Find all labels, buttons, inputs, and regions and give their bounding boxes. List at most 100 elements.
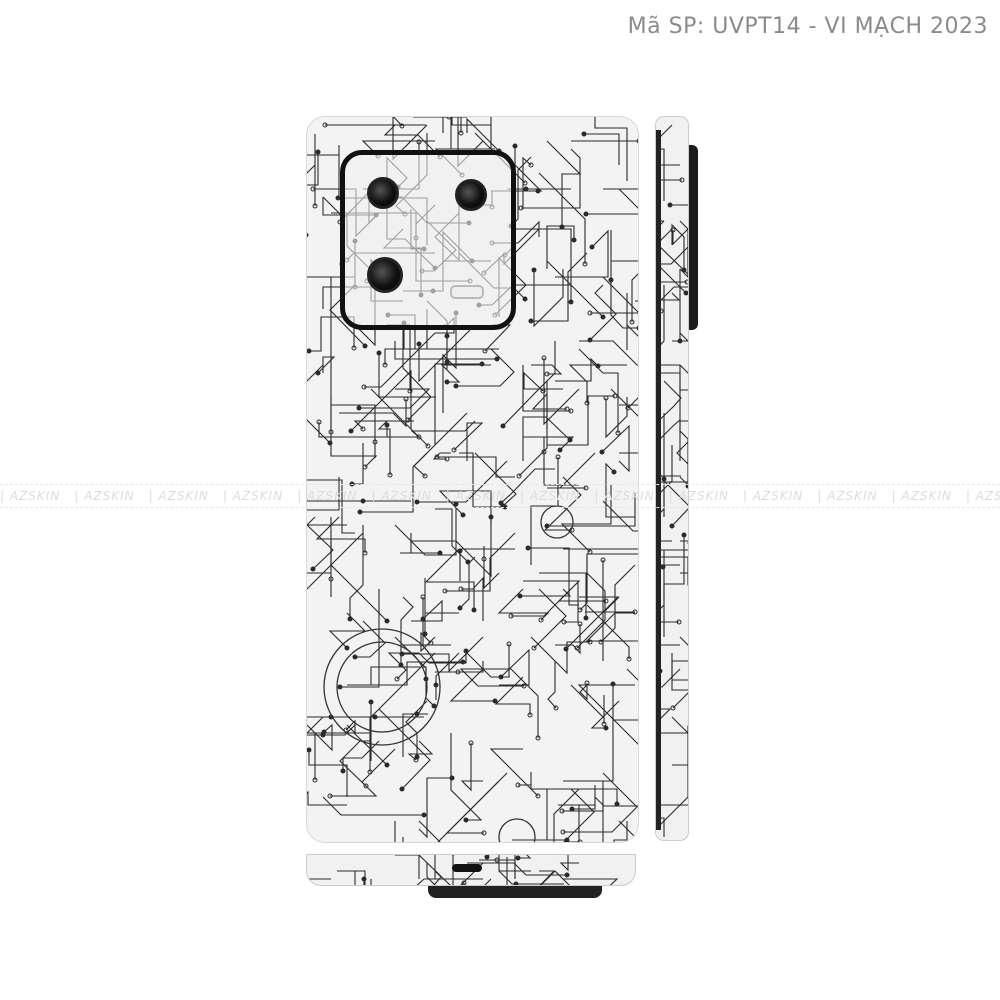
circuit-trace	[579, 340, 638, 366]
circuit-trace	[418, 651, 467, 664]
circuit-trace	[483, 546, 500, 590]
circuit-node	[626, 656, 632, 662]
circuit-trace	[500, 468, 555, 504]
circuit-trace	[307, 145, 340, 197]
circuit-trace	[610, 388, 638, 417]
circuit-node	[561, 619, 567, 625]
circuit-trace	[656, 220, 687, 294]
circuit-node	[351, 345, 357, 351]
circuit-trace	[402, 325, 432, 421]
circuit-node	[535, 735, 541, 741]
circuit-node	[553, 705, 559, 711]
circuit-node	[307, 747, 312, 753]
circuit-trace	[589, 284, 617, 341]
circuit-trace	[546, 140, 582, 227]
circuit-trace	[340, 589, 380, 688]
circuit-node	[421, 812, 427, 818]
circuit-node	[352, 654, 358, 660]
circuit-trace	[318, 422, 419, 438]
circuit-node	[310, 186, 316, 192]
circuit-trace	[586, 188, 638, 215]
circuit-trace	[353, 420, 414, 430]
watermark-text: | AZSKIN	[742, 489, 804, 503]
circuit-node	[320, 732, 326, 738]
circuit-trace	[418, 777, 452, 839]
circuit-trace	[410, 420, 476, 438]
circuit-trace	[568, 364, 627, 403]
circuit-trace	[411, 517, 492, 578]
circuit-trace	[605, 397, 628, 439]
circuit-node	[535, 793, 541, 799]
circuit-node	[568, 408, 574, 414]
circuit-node	[610, 681, 616, 687]
circuit-trace	[413, 412, 468, 477]
circuit-trace	[347, 661, 463, 686]
circuit-node	[444, 456, 450, 462]
circuit-trace	[563, 772, 638, 833]
circuit-trace	[540, 870, 556, 885]
circuit-node	[571, 237, 577, 243]
circuit-trace	[601, 424, 630, 473]
circuit-node	[528, 162, 534, 168]
circuit-trace	[330, 748, 396, 797]
circuit-node	[463, 817, 469, 823]
circuit-trace	[449, 668, 495, 702]
circuit-trace	[379, 425, 403, 438]
circuit-trace	[411, 599, 443, 622]
product-code-title: Mã SP: UVPT14 - VI MẠCH 2023	[627, 14, 988, 39]
circuit-node	[399, 123, 405, 129]
circuit-trace	[560, 485, 612, 553]
circuit-trace	[671, 223, 685, 270]
circuit-trace	[672, 228, 688, 277]
circuit-node	[451, 447, 457, 453]
circuit-node	[458, 130, 464, 136]
circuit-trace	[315, 516, 366, 553]
circuit-node	[356, 405, 362, 411]
circuit-node	[661, 476, 667, 482]
circuit-node	[376, 350, 382, 356]
circuit-trace	[656, 228, 688, 275]
circuit-node	[569, 806, 575, 812]
circuit-trace	[671, 716, 688, 734]
circuit-trace	[672, 764, 688, 766]
circuit-trace	[307, 479, 355, 534]
circuit-node	[584, 680, 590, 686]
circuit-node	[431, 703, 437, 709]
circuit-node	[564, 872, 570, 878]
side-frame	[656, 130, 661, 830]
circuit-trace	[520, 588, 572, 597]
circuit-trace	[555, 229, 609, 278]
circuit-node	[337, 684, 343, 690]
circuit-trace	[330, 517, 388, 622]
circuit-node	[457, 605, 463, 611]
circuit-node	[600, 557, 606, 563]
circuit-trace	[392, 117, 428, 161]
circuit-node	[422, 473, 428, 479]
circuit-trace	[459, 548, 515, 581]
circuit-trace	[307, 477, 340, 511]
circuit-node	[506, 641, 512, 647]
circuit-trace	[420, 631, 436, 653]
circuit-node	[541, 449, 547, 455]
circuit-trace	[317, 356, 336, 374]
circuit-node	[523, 186, 529, 192]
circuit-trace	[626, 293, 638, 350]
circuit-node	[307, 348, 312, 354]
circuit-trace	[467, 862, 567, 876]
circuit-node	[498, 500, 504, 506]
circuit-node	[603, 395, 609, 401]
circuit-gauge	[498, 818, 536, 842]
circuit-trace	[547, 452, 596, 489]
circuit-node	[670, 705, 676, 711]
circuit-trace	[559, 855, 579, 872]
circuit-node	[670, 227, 676, 233]
flash-icon	[450, 285, 484, 299]
circuit-trace	[497, 588, 550, 621]
circuit-trace	[538, 172, 586, 264]
circuit-trace	[361, 140, 435, 157]
circuit-trace	[572, 785, 596, 810]
circuit-trace	[494, 676, 531, 715]
circuit-node	[584, 400, 590, 406]
circuit-node	[560, 829, 566, 835]
bottom-frame	[428, 884, 602, 898]
